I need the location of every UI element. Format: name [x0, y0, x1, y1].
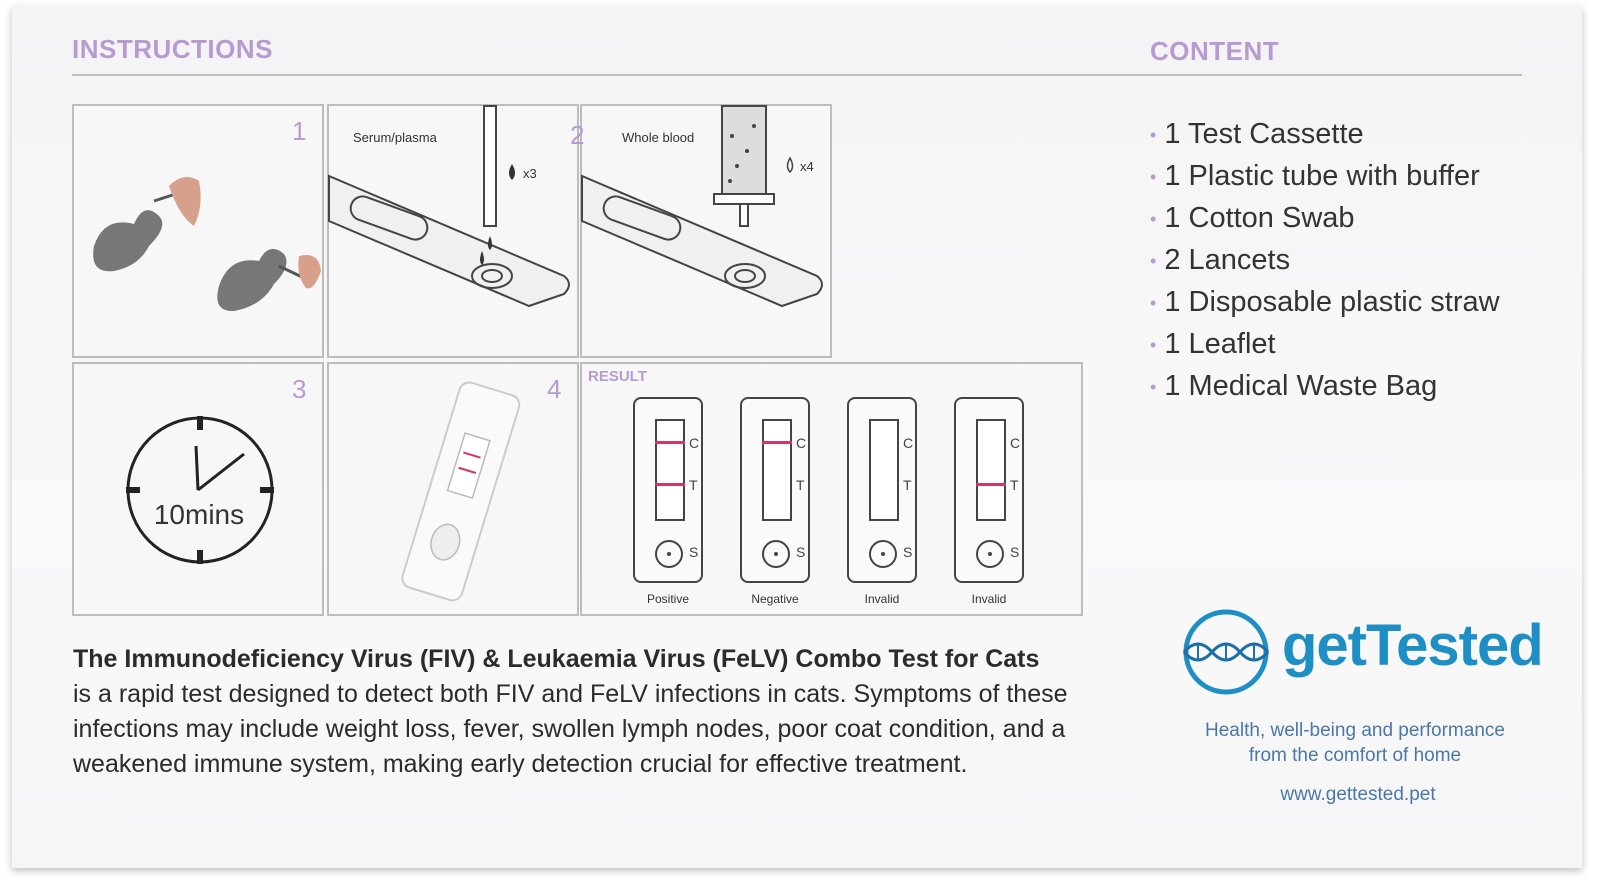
content-heading: CONTENT [1150, 36, 1280, 66]
brand-url[interactable]: www.gettested.pet [1280, 784, 1436, 805]
control-line [655, 441, 685, 444]
sample-letter: S [689, 544, 699, 560]
step-2-serum-panel: Serum/plasma x3 [327, 104, 579, 358]
list-item: •1 Disposable plastic straw [1150, 286, 1500, 318]
description-body: is a rapid test designed to detect both … [73, 680, 1068, 778]
list-item: •2 Lancets [1150, 244, 1291, 276]
list-item: •1 Medical Waste Bag [1150, 370, 1438, 402]
serum-drop-count: x3 [523, 166, 537, 181]
test-letter: T [903, 477, 912, 493]
test-letter: T [1010, 477, 1019, 493]
result-strip-positive: C T S [633, 397, 703, 583]
step-3-panel: 10mins 3 [72, 362, 324, 616]
strip-caption: Invalid [971, 592, 1007, 606]
step-2-whole-blood-panel: 2 Whole blood x4 [570, 104, 832, 358]
cassette-serum-illustration [328, 105, 570, 308]
control-letter: C [796, 435, 807, 451]
step-number: 3 [292, 374, 307, 404]
sample-well [762, 540, 790, 568]
heading-divider [72, 74, 1522, 76]
brand-logo: getTested [1282, 613, 1544, 678]
sample-well [976, 540, 1004, 568]
test-letter: T [689, 477, 698, 493]
whole-blood-label: Whole blood [622, 130, 695, 145]
sample-letter: S [796, 544, 806, 560]
control-letter: C [689, 435, 700, 451]
step-1-panel: 1 [72, 104, 324, 358]
test-line [976, 483, 1006, 486]
step-number: 2 [570, 120, 585, 150]
serum-plasma-label: Serum/plasma [353, 130, 437, 145]
result-label: RESULT [588, 368, 647, 385]
whole-blood-drop-count: x4 [800, 159, 814, 174]
instructions-heading: INSTRUCTIONS [72, 34, 273, 64]
test-line [655, 483, 685, 486]
sample-well [655, 540, 683, 568]
list-item: •1 Leaflet [1150, 328, 1276, 360]
control-letter: C [1010, 435, 1021, 451]
list-item: •1 Plastic tube with buffer [1150, 160, 1480, 192]
clock-icon [126, 416, 274, 564]
product-description: The Immunodeficiency Virus (FIV) & Leuka… [73, 642, 1123, 782]
step-number: 1 [292, 116, 307, 146]
control-letter: C [903, 435, 914, 451]
list-item: •1 Test Cassette [1150, 118, 1364, 150]
sample-well [869, 540, 897, 568]
sample-letter: S [903, 544, 913, 560]
strip-caption: Positive [646, 592, 690, 606]
result-strip-invalid-1: C T S [847, 397, 917, 583]
list-item: •1 Cotton Swab [1150, 202, 1355, 234]
sample-letter: S [1010, 544, 1020, 560]
step-number: 4 [547, 374, 562, 404]
test-letter: T [796, 477, 805, 493]
strip-caption: Negative [751, 592, 799, 606]
brand-tagline: Health, well-being and performance from … [1205, 720, 1505, 766]
control-line [762, 441, 792, 444]
result-panel: RESULT C T S Positive C T S Negative C T… [580, 362, 1083, 616]
cat-swab-illustration [93, 177, 321, 312]
step-4-panel: 4 [327, 362, 579, 616]
timer-label: 10mins [153, 499, 245, 530]
result-strip-invalid-2: C T S [954, 397, 1024, 583]
result-strip-negative: C T S [740, 397, 810, 583]
cassette-reading-illustration [401, 381, 521, 602]
strip-caption: Invalid [864, 592, 900, 606]
dna-helix-icon [1182, 609, 1270, 695]
content-list: •1 Test Cassette •1 Plastic tube with bu… [1150, 113, 1500, 407]
cassette-whole-blood-illustration [581, 105, 823, 308]
description-lead: The Immunodeficiency Virus (FIV) & Leuka… [73, 645, 1040, 673]
